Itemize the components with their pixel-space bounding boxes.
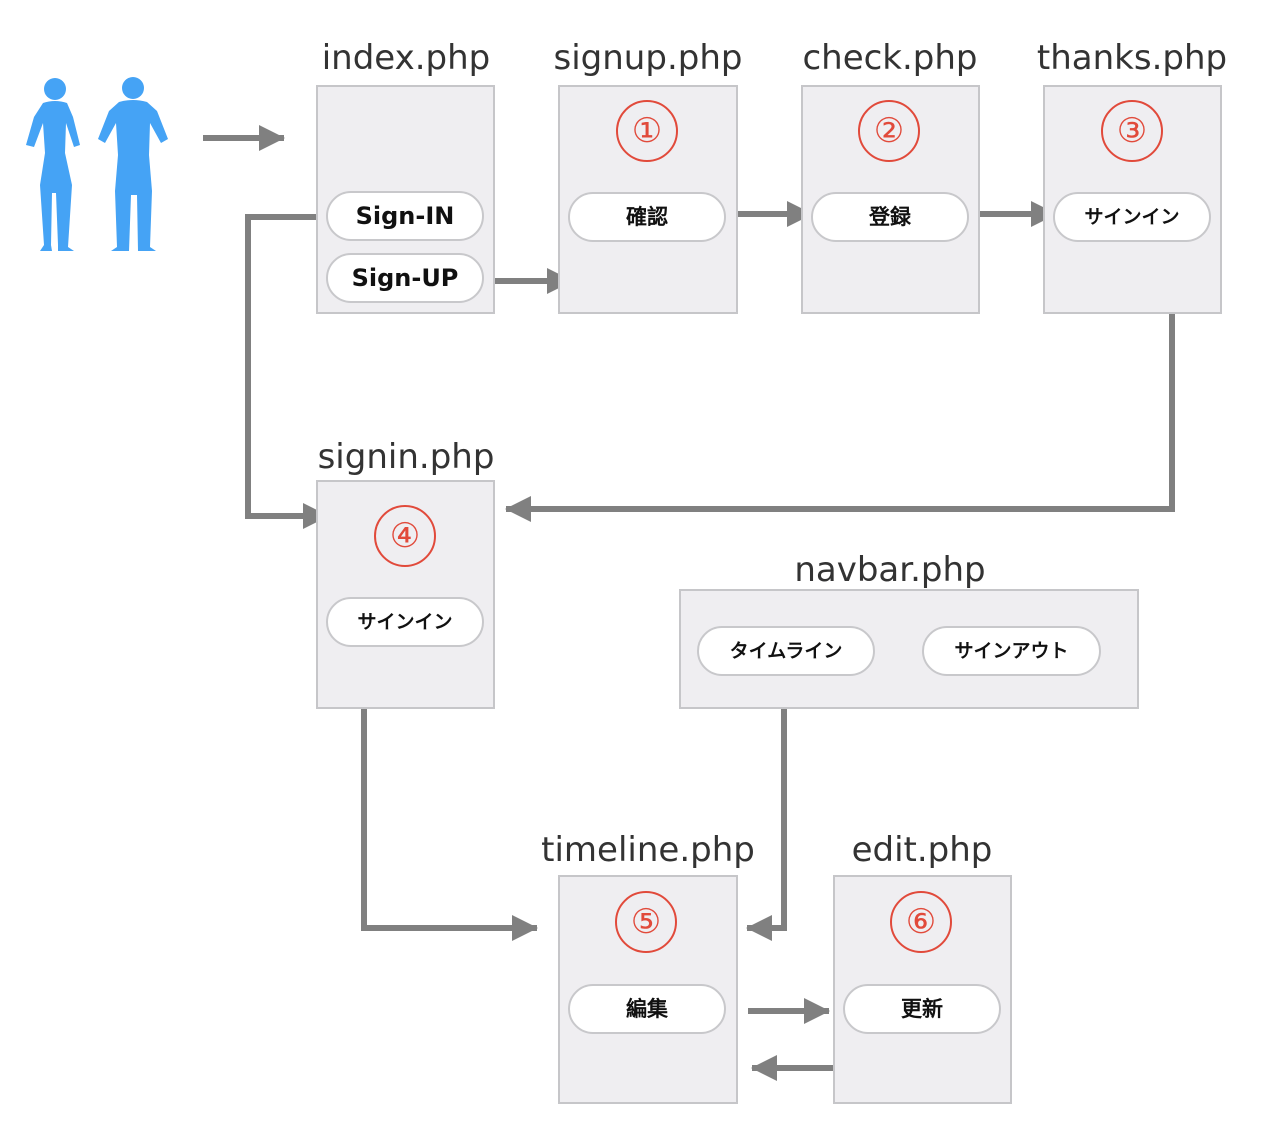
confirm-button[interactable]: 確認 <box>568 192 726 242</box>
signin-submit-button[interactable]: サインイン <box>326 597 484 647</box>
timeline-nav-button[interactable]: タイムライン <box>697 626 875 676</box>
page-title-timeline: timeline.php <box>541 830 755 870</box>
step-badge-1: ① <box>616 100 678 162</box>
page-title-signin: signin.php <box>317 437 495 477</box>
sign-in-button[interactable]: Sign-IN <box>326 191 484 241</box>
step-badge-4: ④ <box>374 505 436 567</box>
step-badge-2: ② <box>858 100 920 162</box>
sign-up-button[interactable]: Sign-UP <box>326 253 484 303</box>
page-title-navbar: navbar.php <box>794 550 986 590</box>
page-title-index: index.php <box>321 38 491 78</box>
page-title-signup: signup.php <box>553 38 743 78</box>
arrow-signin-page-to-timeline <box>361 687 538 941</box>
page-title-edit: edit.php <box>851 830 993 870</box>
page-title-thanks: thanks.php <box>1036 38 1228 78</box>
page-title-check: check.php <box>802 38 978 78</box>
edit-post-button[interactable]: 編集 <box>568 984 726 1034</box>
step-badge-5: ⑤ <box>615 891 677 953</box>
update-button[interactable]: 更新 <box>843 984 1001 1034</box>
register-button[interactable]: 登録 <box>811 192 969 242</box>
thanks-sign-in-button[interactable]: サインイン <box>1053 192 1211 242</box>
arrow-navbar-to-timeline <box>746 687 787 941</box>
two-people-silhouette-icon <box>26 77 168 251</box>
step-badge-3: ③ <box>1101 100 1163 162</box>
step-badge-6: ⑥ <box>890 891 952 953</box>
sign-out-nav-button[interactable]: サインアウト <box>922 626 1101 676</box>
